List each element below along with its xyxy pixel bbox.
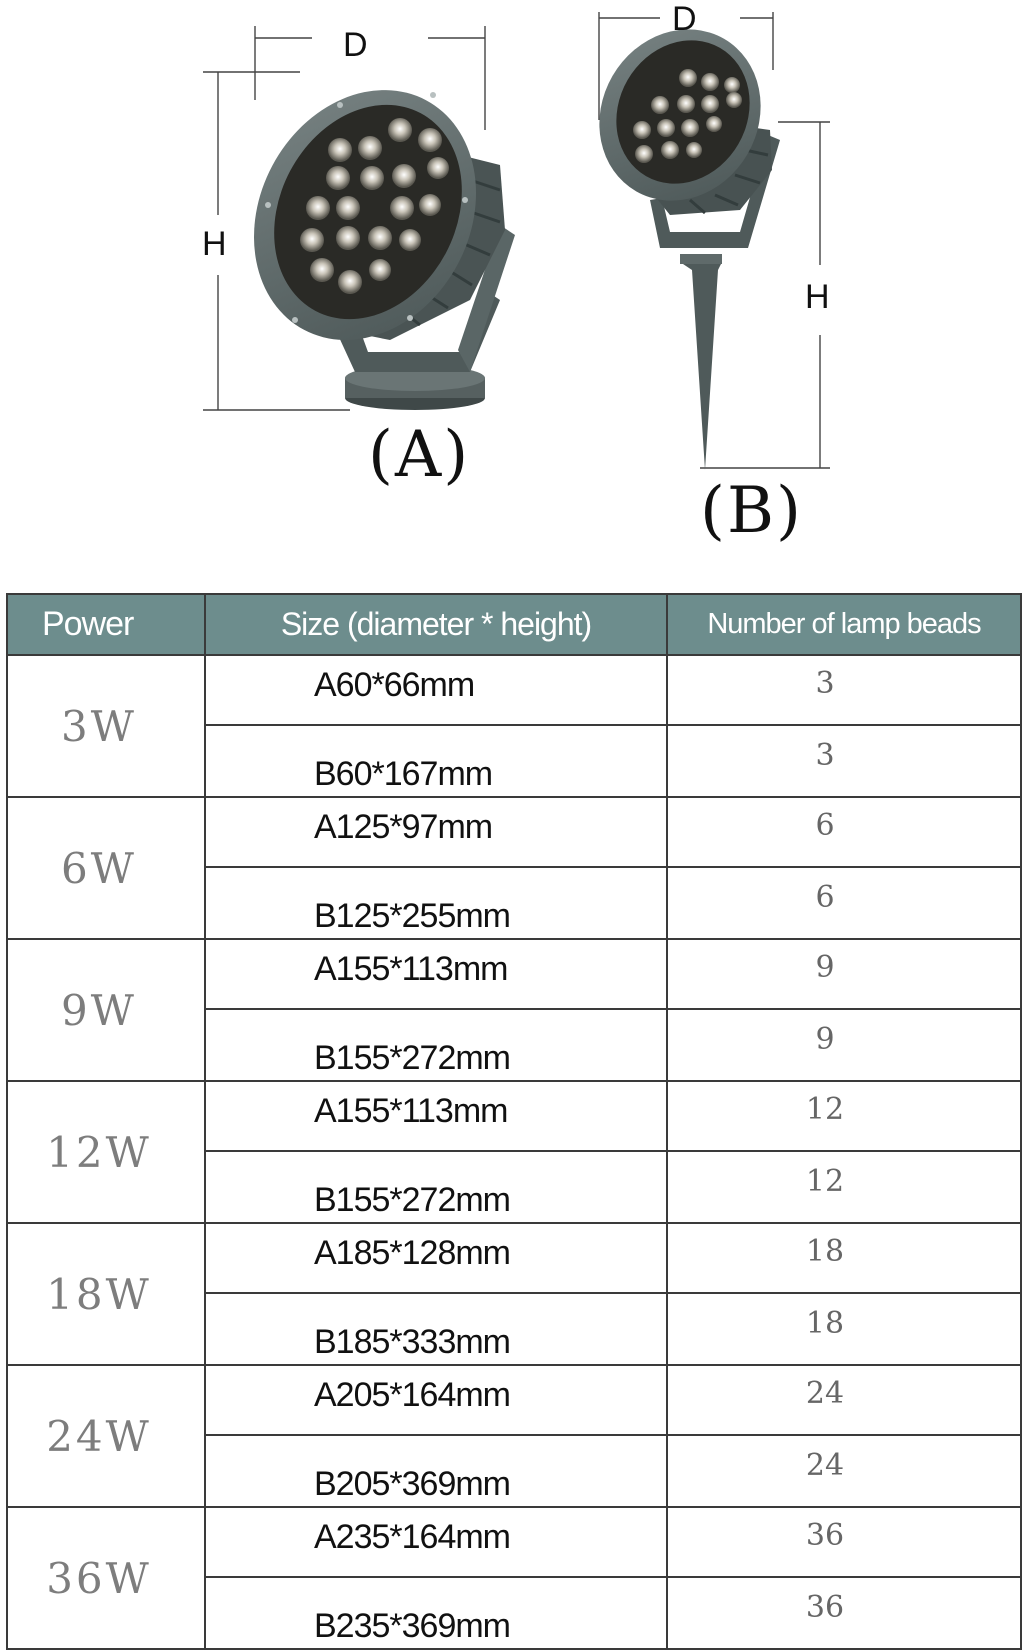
lamp-beads-cell: 9 bbox=[666, 938, 1022, 1010]
lamp-b-dimension-lines bbox=[598, 12, 830, 469]
size-cell: B155*272mm bbox=[204, 1008, 668, 1082]
size-cell: A155*113mm bbox=[204, 1080, 668, 1152]
power-cell: 18W bbox=[6, 1222, 206, 1366]
power-cell: 3W bbox=[6, 654, 206, 798]
lamp-beads-cell: 12 bbox=[666, 1150, 1022, 1224]
lamp-beads-cell: 18 bbox=[666, 1292, 1022, 1366]
lamp-beads-cell: 3 bbox=[666, 724, 1022, 798]
header-lamp-beads: Number of lamp beads bbox=[666, 593, 1022, 656]
lamp-b-variant-label: (B) bbox=[700, 474, 803, 548]
lamp-beads-cell: 24 bbox=[666, 1434, 1022, 1508]
size-cell: B155*272mm bbox=[204, 1150, 668, 1224]
header-size: Size (diameter * height) bbox=[204, 593, 668, 656]
lamp-beads-cell: 24 bbox=[666, 1364, 1022, 1436]
power-cell: 24W bbox=[6, 1364, 206, 1508]
size-cell: A60*66mm bbox=[204, 654, 668, 726]
lamp-a-dimension-lines bbox=[203, 26, 486, 411]
size-cell: B125*255mm bbox=[204, 866, 668, 940]
header-power: Power bbox=[6, 593, 206, 656]
lamp-beads-cell: 36 bbox=[666, 1576, 1022, 1650]
power-cell: 6W bbox=[6, 796, 206, 940]
lamp-a-height-label: H bbox=[202, 225, 227, 263]
size-cell: B60*167mm bbox=[204, 724, 668, 798]
lamp-beads-cell: 18 bbox=[666, 1222, 1022, 1294]
size-cell: A205*164mm bbox=[204, 1364, 668, 1436]
size-cell: B185*333mm bbox=[204, 1292, 668, 1366]
product-illustration: D H (A) D H (B) bbox=[0, 0, 1024, 580]
lamp-beads-cell: 12 bbox=[666, 1080, 1022, 1152]
power-cell: 9W bbox=[6, 938, 206, 1082]
lamp-beads-cell: 36 bbox=[666, 1506, 1022, 1578]
size-cell: A185*128mm bbox=[204, 1222, 668, 1294]
size-cell: A125*97mm bbox=[204, 796, 668, 868]
lamp-drawings bbox=[203, 12, 830, 470]
size-cell: B205*369mm bbox=[204, 1434, 668, 1508]
lamp-a-diameter-label: D bbox=[343, 26, 368, 64]
size-cell: A235*164mm bbox=[204, 1506, 668, 1578]
table-header-row: Power Size (diameter * height) Number of… bbox=[6, 593, 1022, 656]
lamp-beads-cell: 6 bbox=[666, 796, 1022, 868]
power-cell: 36W bbox=[6, 1506, 206, 1650]
lamp-beads-cell: 9 bbox=[666, 1008, 1022, 1082]
size-cell: B235*369mm bbox=[204, 1576, 668, 1650]
lamp-b-diameter-label: D bbox=[672, 0, 697, 38]
lamp-a-drawing bbox=[203, 26, 515, 411]
lamp-beads-cell: 6 bbox=[666, 866, 1022, 940]
lamp-beads-cell: 3 bbox=[666, 654, 1022, 726]
lamp-a-variant-label: (A) bbox=[368, 418, 471, 492]
spec-table: Power Size (diameter * height) Number of… bbox=[6, 593, 1022, 1650]
lamp-b-drawing bbox=[598, 12, 830, 470]
size-cell: A155*113mm bbox=[204, 938, 668, 1010]
power-cell: 12W bbox=[6, 1080, 206, 1224]
lamp-b-height-label: H bbox=[805, 278, 830, 316]
